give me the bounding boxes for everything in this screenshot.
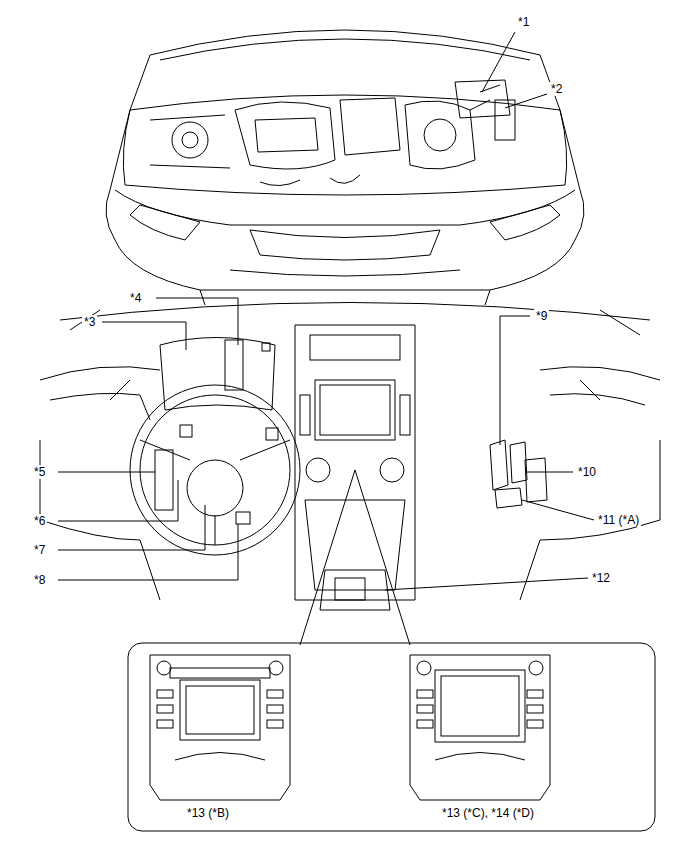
leader-lines: [58, 32, 594, 645]
callout-number: *2: [549, 82, 564, 96]
callout-number: *7: [32, 543, 47, 557]
callout-number: *8: [32, 573, 47, 587]
callout-number: *11 (*A): [596, 513, 641, 527]
callout-number: *12: [590, 571, 612, 585]
callout-number: *1: [516, 15, 531, 29]
callout-number: *9: [534, 309, 549, 323]
display-variants-inset: [128, 643, 655, 831]
callout-number: *6: [32, 514, 47, 528]
callout-number: *5: [32, 465, 47, 479]
callout-number: *3: [82, 315, 97, 329]
callout-number: *4: [128, 291, 143, 305]
callout-number: *13 (*C), *14 (*D): [440, 806, 536, 820]
callout-number: *10: [576, 465, 598, 479]
instrument-panel: [40, 303, 660, 611]
callout-number: *13 (*B): [185, 806, 231, 820]
vehicle-front: [106, 30, 584, 305]
